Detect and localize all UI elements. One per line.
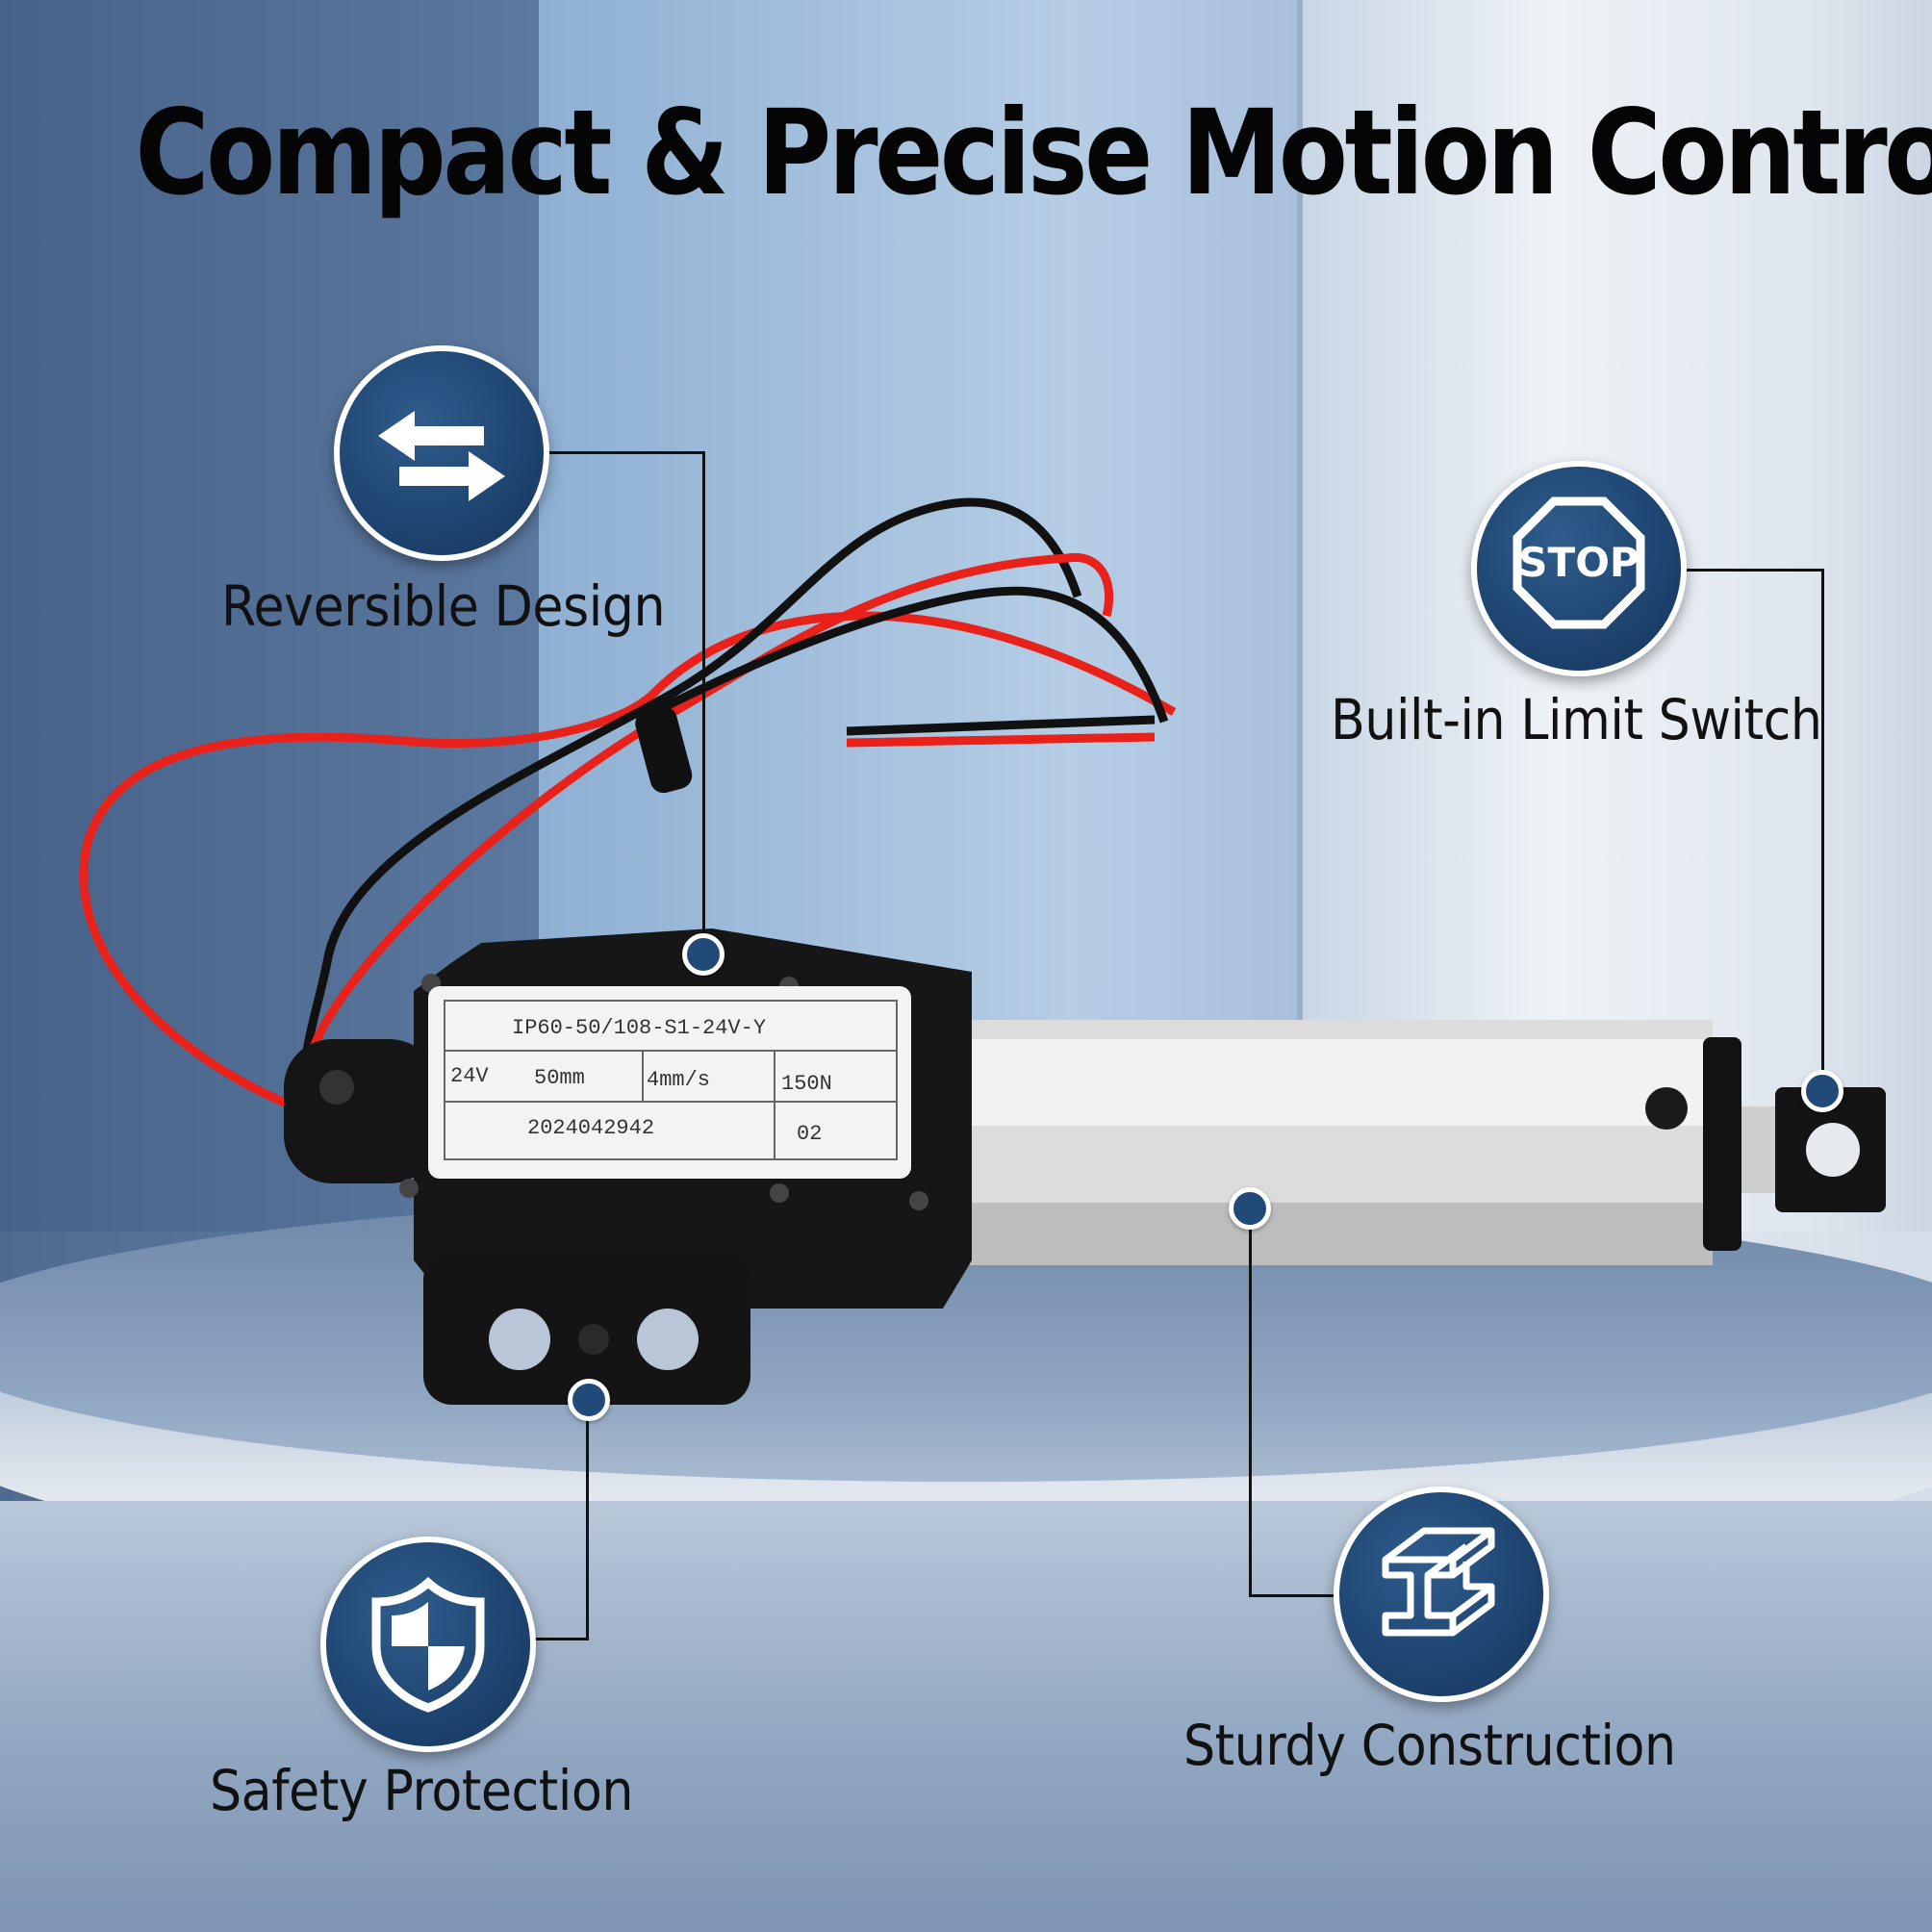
spec-label-frame — [444, 1000, 898, 1160]
bracket-hole-2 — [637, 1309, 699, 1370]
spec-stroke: 50mm — [534, 1066, 585, 1090]
anchor-dot-sturdy — [1229, 1187, 1271, 1230]
screw — [909, 1191, 928, 1210]
sturdy-label: Sturdy Construction — [1183, 1713, 1676, 1778]
spec-voltage: 24V — [450, 1064, 489, 1088]
sturdy-badge — [1334, 1487, 1549, 1702]
connector-line-safety — [586, 1395, 589, 1640]
black-wire-strand — [651, 586, 1169, 724]
screw — [399, 1179, 419, 1198]
actuator-endcap — [1703, 1037, 1741, 1251]
limit-switch-label: Built-in Limit Switch — [1331, 687, 1822, 752]
screw — [770, 1183, 789, 1203]
wire-tie — [635, 705, 693, 794]
connector-line-sturdy — [1249, 1594, 1337, 1597]
mount-flange-left — [284, 1039, 438, 1183]
shield-icon — [371, 1576, 485, 1713]
reversible-label: Reversible Design — [221, 573, 666, 639]
bracket-hole-center — [578, 1324, 609, 1355]
connector-line-reversible — [702, 451, 705, 952]
anchor-dot-limit — [1801, 1070, 1843, 1112]
bracket-hole-1 — [489, 1309, 550, 1370]
flange-hole-left — [319, 1070, 354, 1105]
tube-hole — [1645, 1087, 1688, 1130]
spec-serial: 2024042942 — [527, 1116, 655, 1140]
headline: Compact & Precise Motion Control — [135, 85, 1932, 221]
wire-end-black — [846, 715, 1156, 736]
safety-label: Safety Protection — [210, 1758, 634, 1823]
actuator-tube-shadow — [962, 1203, 1713, 1265]
floor-base — [0, 1501, 1932, 1932]
limit-switch-badge: STOP — [1471, 461, 1687, 676]
connector-line-limit — [1681, 569, 1823, 572]
stop-sign-text: STOP — [1518, 539, 1639, 586]
spec-speed: 4mm/s — [647, 1068, 711, 1092]
anchor-dot-reversible — [682, 933, 724, 976]
connector-line-safety — [523, 1638, 588, 1640]
spec-code: 02 — [797, 1122, 823, 1146]
connector-line-sturdy — [1249, 1203, 1252, 1597]
safety-badge — [320, 1537, 536, 1752]
actuator-rod — [1741, 1106, 1780, 1193]
stop-sign-icon: STOP — [1513, 496, 1645, 629]
spec-model: IP60-50/108-S1-24V-Y — [512, 1016, 767, 1040]
reverse-arrows-icon — [378, 411, 505, 501]
connector-line-reversible — [544, 451, 705, 454]
clevis-hole — [1806, 1123, 1860, 1177]
reversible-badge — [334, 345, 549, 561]
anchor-dot-safety — [568, 1379, 610, 1421]
wire-end-red — [846, 732, 1156, 748]
spec-force: 150N — [781, 1072, 832, 1096]
red-wire-loop — [79, 611, 1177, 1140]
spec-label-card — [428, 986, 911, 1179]
steel-beam-icon — [1382, 1527, 1495, 1637]
connector-line-limit — [1821, 569, 1824, 1088]
actuator-tube-highlight — [962, 1039, 1713, 1126]
background-pillar-edge — [1297, 0, 1303, 1232]
